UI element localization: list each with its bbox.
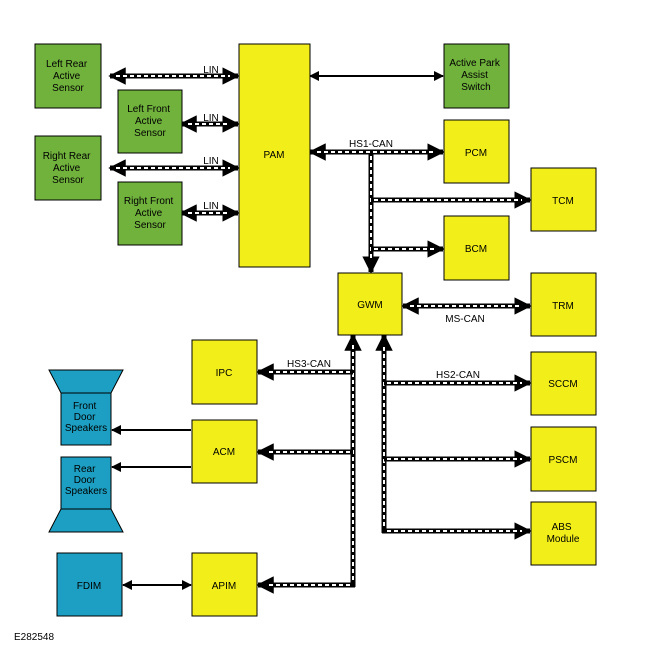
svg-text:Right Front Active: Right Front Active Sensor <box>124 196 176 231</box>
tcm-module: TCM <box>530 167 597 232</box>
lin-label-left-front: LIN <box>203 113 219 124</box>
apim-module: APIM <box>191 552 258 617</box>
pcm-module: PCM <box>443 119 510 184</box>
svg-text:PCM: PCM <box>465 148 487 159</box>
lin-label-right-rear: LIN <box>203 156 219 167</box>
figure-id: E282548 <box>14 632 54 643</box>
hs1-can-label: HS1-CAN <box>349 139 393 150</box>
svg-text:Left Front Active: Left Front Active Sensor <box>127 104 173 139</box>
gwm-module: GWM <box>337 272 403 336</box>
sccm-module: SCCM <box>530 351 597 416</box>
hs2-can-label: HS2-CAN <box>436 370 480 381</box>
svg-text:ABS Module: ABS Module <box>547 522 580 545</box>
active-park-assist-switch: Active Park Assist Switch <box>443 43 510 109</box>
right-front-sensor: Right Front Active Sensor <box>117 181 183 246</box>
ms-can-label: MS-CAN <box>445 314 484 325</box>
pscm-module: PSCM <box>530 426 597 492</box>
svg-text:ACM: ACM <box>213 447 235 458</box>
svg-text:IPC: IPC <box>216 368 233 379</box>
hs2-can-bus <box>375 333 532 540</box>
svg-text:SCCM: SCCM <box>548 379 577 390</box>
svg-text:Active Park Assist: Active Park Assist Switch <box>449 58 502 93</box>
svg-text:Rear Door Spea: Rear Door Speakers <box>65 464 107 497</box>
svg-text:APIM: APIM <box>212 581 236 592</box>
svg-text:TRM: TRM <box>552 301 574 312</box>
left-rear-sensor: Left Rear Active Sensor <box>34 43 102 109</box>
lin-label-left-rear: LIN <box>203 65 219 76</box>
hs3-can-bus <box>256 333 362 594</box>
ipc-module: IPC <box>191 339 258 405</box>
svg-text:Left Rear Active: Left Rear Active Sensor <box>46 59 90 94</box>
hs3-can-label: HS3-CAN <box>287 359 331 370</box>
svg-text:PAM: PAM <box>264 150 285 161</box>
fdim-module: FDIM <box>56 552 123 617</box>
svg-text:TCM: TCM <box>552 196 574 207</box>
svg-text:BCM: BCM <box>465 244 487 255</box>
front-door-speakers: Front Door Speakers <box>48 369 124 446</box>
abs-module: ABS Module <box>530 501 597 566</box>
trm-module: TRM <box>530 272 597 337</box>
svg-text:Front Door Spe: Front Door Speakers <box>65 401 107 434</box>
svg-text:Right Rear Active: Right Rear Active Sensor <box>43 151 94 186</box>
hs1-can-bus <box>308 143 532 274</box>
left-front-sensor: Left Front Active Sensor <box>117 89 183 154</box>
bcm-module: BCM <box>443 215 510 281</box>
rear-door-speakers: Rear Door Speakers <box>48 456 124 533</box>
svg-text:GWM: GWM <box>357 300 383 311</box>
right-rear-sensor: Right Rear Active Sensor <box>34 135 102 201</box>
svg-text:PSCM: PSCM <box>549 455 578 466</box>
pam-module: PAM <box>238 43 311 268</box>
svg-text:FDIM: FDIM <box>77 581 101 592</box>
acm-module: ACM <box>191 419 258 484</box>
lin-label-right-front: LIN <box>203 201 219 212</box>
